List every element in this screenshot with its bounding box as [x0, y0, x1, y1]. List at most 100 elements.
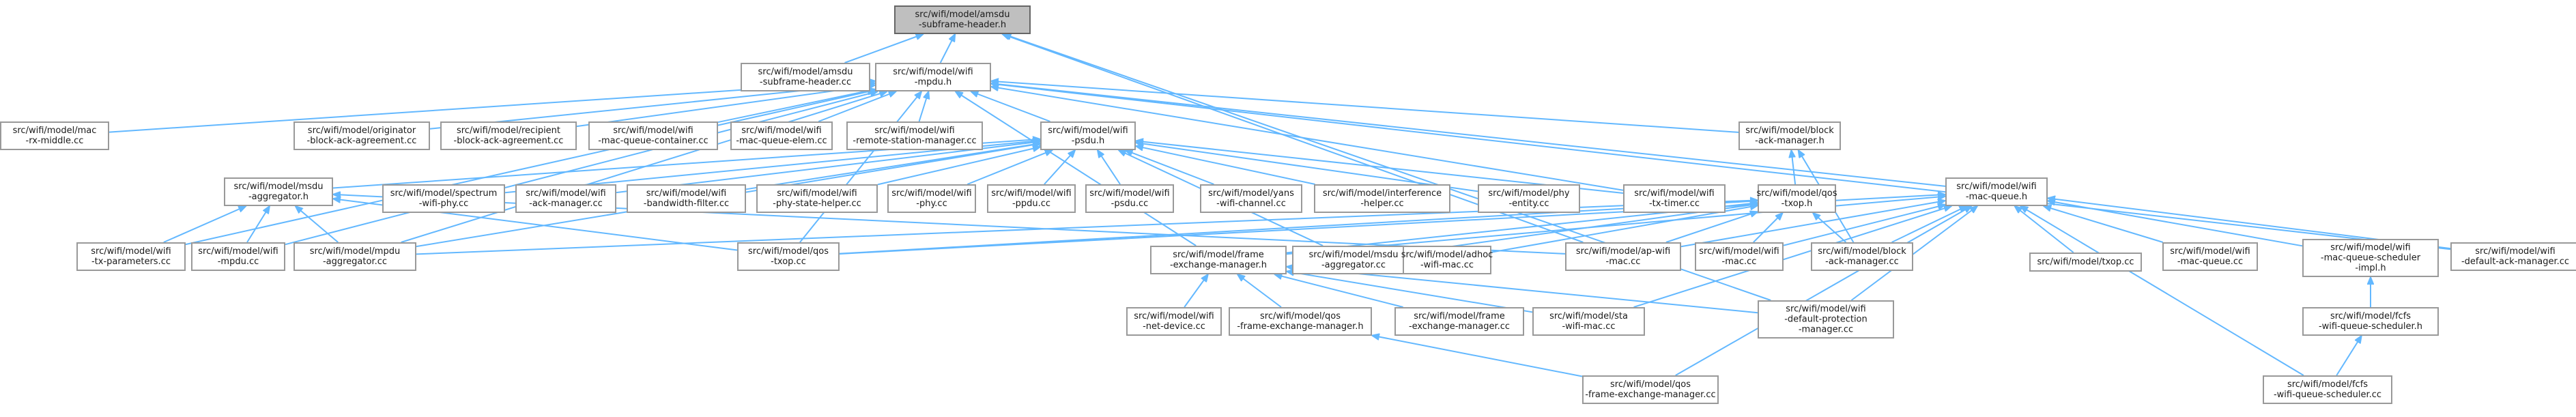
node-txtimer[interactable]: src/wifi/model/wifi-tx-timer.cc: [1623, 184, 1726, 213]
node-bam_cc[interactable]: src/wifi/model/block-ack-manager.cc: [1811, 242, 1913, 271]
edge-txtimer-to-mpdu_h: [991, 87, 1624, 191]
node-wifimac[interactable]: src/wifi/model/wifi-mac.cc: [1695, 242, 1784, 271]
edge-fem_cc-to-fem_h: [1274, 274, 1403, 308]
node-label-line: src/wifi/model/amsdu: [758, 67, 853, 77]
node-label-line: -phy.cc: [916, 199, 947, 209]
edge-fcfs_cc-to-mac_queue_h: [2020, 206, 2304, 376]
nodes-layer: src/wifi/model/amsdu-subframe-header.hsr…: [0, 5, 2576, 404]
node-qos_txop_h[interactable]: src/wifi/model/qos-txop.h: [1756, 184, 1837, 213]
node-ppdu[interactable]: src/wifi/model/wifi-ppdu.cc: [987, 184, 1076, 213]
edge-mqc-to-mpdu_h: [717, 89, 875, 124]
node-box: [756, 184, 878, 213]
node-label-line: src/wifi/model/frame: [1173, 250, 1264, 260]
node-label-line: src/wifi/model/originator: [308, 126, 416, 136]
node-yans[interactable]: src/wifi/model/yans-wifi-channel.cc: [1200, 184, 1302, 213]
node-phyent[interactable]: src/wifi/model/phy-entity.cc: [1478, 184, 1580, 213]
node-label-line: src/wifi/model/wifi: [198, 246, 278, 257]
edge-ap-to-qos_txop_h: [1665, 212, 1758, 243]
node-mac_rx[interactable]: src/wifi/model/mac-rx-middle.cc: [0, 121, 109, 150]
node-txparams[interactable]: src/wifi/model/wifi-tx-parameters.cc: [76, 242, 186, 271]
node-orig_back[interactable]: src/wifi/model/originator-block-ack-agre…: [294, 121, 430, 150]
node-label-line: -bandwidth-filter.cc: [644, 199, 729, 209]
node-qfem_cc[interactable]: src/wifi/model/qos-frame-exchange-manage…: [1582, 375, 1719, 404]
node-mac_queue_h[interactable]: src/wifi/model/wifi-mac-queue.h: [1945, 177, 2048, 206]
node-netdev[interactable]: src/wifi/model/wifi-net-device.cc: [1126, 307, 1222, 336]
node-label-line: -aggregator.h: [248, 192, 309, 202]
node-amsdu_h[interactable]: src/wifi/model/amsdu-subframe-header.h: [894, 5, 1031, 34]
node-box: [1738, 121, 1841, 150]
node-label-line: -wifi-queue-scheduler.h: [2319, 321, 2422, 332]
node-dam[interactable]: src/wifi/model/wifi-default-ack-manager.…: [2450, 242, 2576, 271]
node-sta[interactable]: src/wifi/model/sta-wifi-mac.cc: [1532, 307, 1645, 336]
node-spectrum[interactable]: src/wifi/model/spectrum-wifi-phy.cc: [382, 184, 505, 213]
node-label-line: src/wifi/model/wifi: [1634, 188, 1714, 199]
node-label-line: src/wifi/model/wifi: [741, 126, 821, 136]
node-box: [1314, 184, 1450, 213]
node-fem_h[interactable]: src/wifi/model/frame-exchange-manager.h: [1150, 246, 1287, 274]
node-label-line: src/wifi/model/mac: [13, 126, 97, 136]
node-label-line: -mac-queue-container.cc: [598, 136, 708, 146]
node-bwfilter[interactable]: src/wifi/model/wifi-bandwidth-filter.cc: [627, 184, 746, 213]
node-label-line: -entity.cc: [1508, 199, 1549, 209]
node-box: [846, 121, 983, 150]
node-amsdu_cc[interactable]: src/wifi/model/amsdu-subframe-header.cc: [741, 63, 870, 91]
node-ap[interactable]: src/wifi/model/ap-wifi-mac.cc: [1565, 242, 1681, 271]
node-rsm[interactable]: src/wifi/model/wifi-remote-station-manag…: [846, 121, 983, 150]
node-box: [440, 121, 577, 150]
node-psdu_cc[interactable]: src/wifi/model/wifi-psdu.cc: [1085, 184, 1174, 213]
node-fcfs_h[interactable]: src/wifi/model/fcfs-wifi-queue-scheduler…: [2302, 307, 2439, 336]
node-mqe[interactable]: src/wifi/model/wifi-mac-queue-elem.cc: [730, 121, 833, 150]
node-mpdu_h[interactable]: src/wifi/model/wifi-mpdu.h: [875, 63, 991, 91]
node-mqs_impl[interactable]: src/wifi/model/wifi-mac-queue-scheduler-…: [2302, 239, 2439, 277]
node-label-line: -txop.h: [1781, 199, 1813, 209]
node-label-line: -wifi-queue-scheduler.cc: [2274, 390, 2381, 400]
node-qos_txop_cc[interactable]: src/wifi/model/qos-txop.cc: [737, 242, 840, 271]
node-label-line: -ack-manager.cc: [1825, 257, 1899, 267]
node-mq_cc[interactable]: src/wifi/model/wifi-mac-queue.cc: [2162, 242, 2258, 271]
node-label-line: src/wifi/model/wifi: [777, 188, 857, 199]
node-interf[interactable]: src/wifi/model/interference-helper.cc: [1314, 184, 1450, 213]
node-qfem_h[interactable]: src/wifi/model/qos-frame-exchange-manage…: [1229, 307, 1372, 336]
node-adhoc[interactable]: src/wifi/model/adhoc-wifi-mac.cc: [1401, 246, 1493, 274]
node-label-line: -impl.h: [2355, 263, 2386, 274]
node-psdu_h[interactable]: src/wifi/model/wifi-psdu.h: [1040, 121, 1136, 150]
node-label-line: -mac-queue.h: [1966, 192, 2027, 202]
node-label-line: -exchange-manager.cc: [1409, 321, 1510, 332]
node-dpm[interactable]: src/wifi/model/wifi-default-protection-m…: [1758, 300, 1894, 339]
node-box: [1229, 307, 1372, 336]
node-fcfs_cc[interactable]: src/wifi/model/fcfs-wifi-queue-scheduler…: [2263, 375, 2392, 404]
edge-phy-to-psdu_h: [967, 150, 1052, 185]
node-mpdu_cc[interactable]: src/wifi/model/wifi-mpdu.cc: [191, 242, 285, 271]
node-msdu_agg_cc[interactable]: src/wifi/model/msdu-aggregator.cc: [1292, 246, 1415, 274]
node-label-line: -txop.cc: [771, 257, 806, 267]
edge-qfem_cc-to-qfem_h: [1372, 335, 1583, 377]
node-fem_cc[interactable]: src/wifi/model/frame-exchange-manager.cc: [1394, 307, 1524, 336]
node-label-line: -net-device.cc: [1143, 321, 1205, 332]
node-mqc[interactable]: src/wifi/model/wifi-mac-queue-container.…: [588, 121, 718, 150]
node-label-line: src/wifi/model/txop.cc: [2037, 257, 2134, 268]
node-msdu_agg_h[interactable]: src/wifi/model/msdu-aggregator.h: [224, 177, 333, 206]
node-label-line: -frame-exchange-manager.cc: [1585, 390, 1715, 400]
node-box: [1200, 184, 1302, 213]
node-bam_h[interactable]: src/wifi/model/block-ack-manager.h: [1738, 121, 1841, 150]
edge-mq_cc-to-mac_queue_h: [2044, 206, 2164, 243]
node-txop_cc[interactable]: src/wifi/model/txop.cc: [2029, 253, 2142, 272]
node-box: [1945, 177, 2048, 206]
edge-mqs_impl-to-mac_queue_h: [2048, 201, 2303, 247]
node-label-line: -wifi-phy.cc: [419, 199, 469, 209]
edge-sta-to-fem_h: [1287, 272, 1533, 313]
node-box: [1394, 307, 1524, 336]
node-psh[interactable]: src/wifi/model/wifi-phy-state-helper.cc: [756, 184, 878, 213]
node-box: [382, 184, 505, 213]
node-ackman[interactable]: src/wifi/model/wifi-ack-manager.cc: [515, 184, 616, 213]
node-box: [515, 184, 616, 213]
node-label-line: src/wifi/model/qos: [1260, 311, 1341, 321]
node-label-line: -mac-queue.cc: [2177, 257, 2243, 267]
node-mpdu_agg[interactable]: src/wifi/model/mpdu-aggregator.cc: [294, 242, 416, 271]
node-box: [76, 242, 186, 271]
node-label-line: src/wifi/model/wifi: [1786, 304, 1865, 315]
node-phy[interactable]: src/wifi/model/wifi-phy.cc: [887, 184, 976, 213]
node-label-line: -subframe-header.h: [919, 20, 1006, 30]
node-recip_back[interactable]: src/wifi/model/recipient-block-ack-agree…: [440, 121, 577, 150]
edge-mpdu_agg-to-msdu_agg_h: [296, 206, 339, 243]
